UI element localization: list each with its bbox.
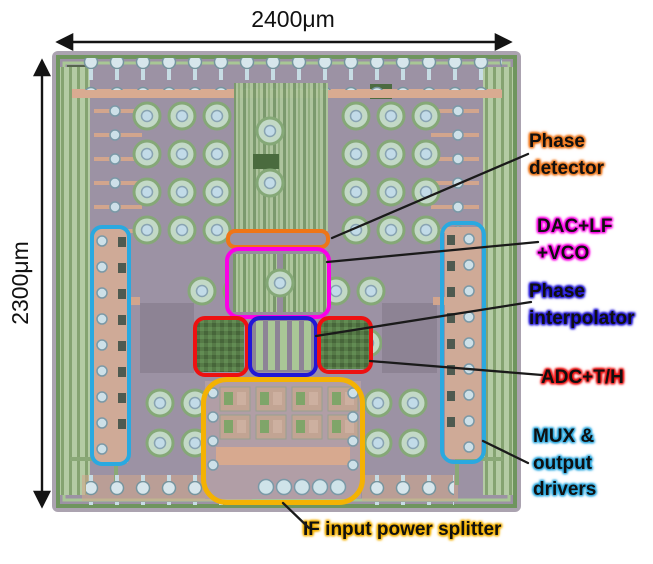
die-phase-interpolator-block (252, 319, 314, 372)
region-label-adc-th: ADC+T/H (541, 367, 624, 388)
height-dimension-label: 2300μm (7, 241, 33, 325)
region-label-phase-interpolator: Phase interpolator (529, 281, 635, 329)
region-box-dac-lf-vco (225, 247, 331, 319)
width-dimension-label: 2400μm (251, 6, 335, 32)
region-box-phase-detector (226, 229, 330, 249)
region-box-phase-interpolator (248, 316, 318, 377)
region-label-if-input-power-splitter: IF input power splitter (303, 519, 502, 540)
region-label-mux-output-drivers: MUX & output drivers (533, 426, 597, 501)
die-mux-driver-columns (94, 227, 481, 463)
region-box-adc-th-right (317, 316, 373, 374)
region-box-mux-drivers-right (440, 221, 486, 464)
region-label-phase-detector: Phase detector (529, 131, 604, 179)
region-box-if-input-power-splitter (201, 377, 365, 505)
region-box-mux-drivers-left (90, 225, 131, 466)
region-label-dac-lf-vco: DAC+LF +VCO (537, 216, 613, 264)
region-box-adc-th-left (193, 316, 249, 377)
